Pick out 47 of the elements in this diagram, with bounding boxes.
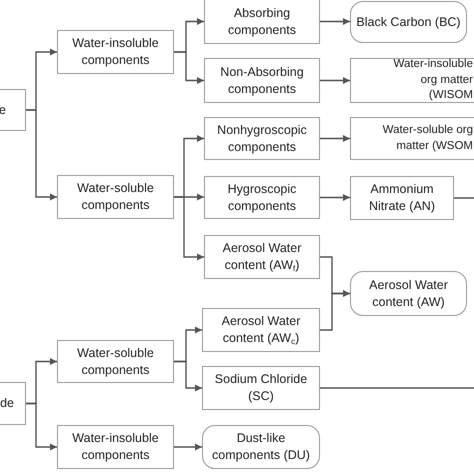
process-box [202, 308, 320, 352]
node-label: Water-insoluble org matter (WISOM [392, 57, 473, 104]
process-box [57, 340, 174, 383]
process-box [204, 176, 320, 219]
node-label: de [0, 395, 14, 412]
process-box [202, 366, 320, 410]
connector-arrow [320, 18, 350, 25]
process-box [204, 0, 320, 44]
node-label: Nonhygroscopic components [216, 122, 308, 156]
node-label: Aerosol Water content (AW$_{f}$) [222, 240, 302, 274]
rounded-box [350, 1, 467, 43]
process-box [204, 235, 320, 279]
connector-arrow [320, 135, 350, 142]
connector-arrow [320, 77, 350, 84]
connector-arrow [26, 402, 57, 450]
node-label: Ammonium Nitrate (AN) [368, 181, 436, 215]
process-box [350, 176, 454, 220]
node-label: Water-soluble components [76, 344, 155, 378]
connector-arrow [174, 360, 202, 392]
process-box [204, 58, 320, 103]
node-label: Water-insoluble components [71, 35, 160, 69]
node-label: Hygroscopic components [226, 180, 298, 214]
rounded-box [202, 425, 320, 469]
connector-arrow [174, 196, 204, 260]
node-label: Absorbing components [226, 4, 298, 38]
connector-arrow [174, 444, 202, 450]
node-label: Water-soluble components [76, 180, 155, 214]
process-box [57, 30, 174, 74]
process-box [204, 117, 320, 160]
node-label: Black Carbon (BC) [356, 14, 461, 30]
rounded-box [350, 271, 467, 316]
connector-arrow [320, 194, 350, 201]
node-label: Aerosol Water content (AW$_{c}$) [220, 313, 302, 347]
process-box [350, 58, 474, 103]
node-label: Non-Absorbing components [219, 64, 305, 98]
node-label: Water-soluble org matter (WSOM [382, 122, 473, 154]
node-label: Dust-like components (DU) [211, 430, 311, 464]
connector-arrow [174, 51, 204, 84]
node-label: Aerosol Water content (AW) [368, 276, 449, 310]
connector-arrow [26, 109, 57, 200]
node-label: Water-insoluble components [71, 430, 160, 464]
node-label: Sodium Chloride (SC) [214, 371, 308, 405]
process-box [57, 175, 174, 219]
process-box [350, 117, 474, 160]
node-label: e [0, 102, 6, 118]
process-box [57, 425, 174, 469]
connector-arrow [320, 290, 350, 331]
